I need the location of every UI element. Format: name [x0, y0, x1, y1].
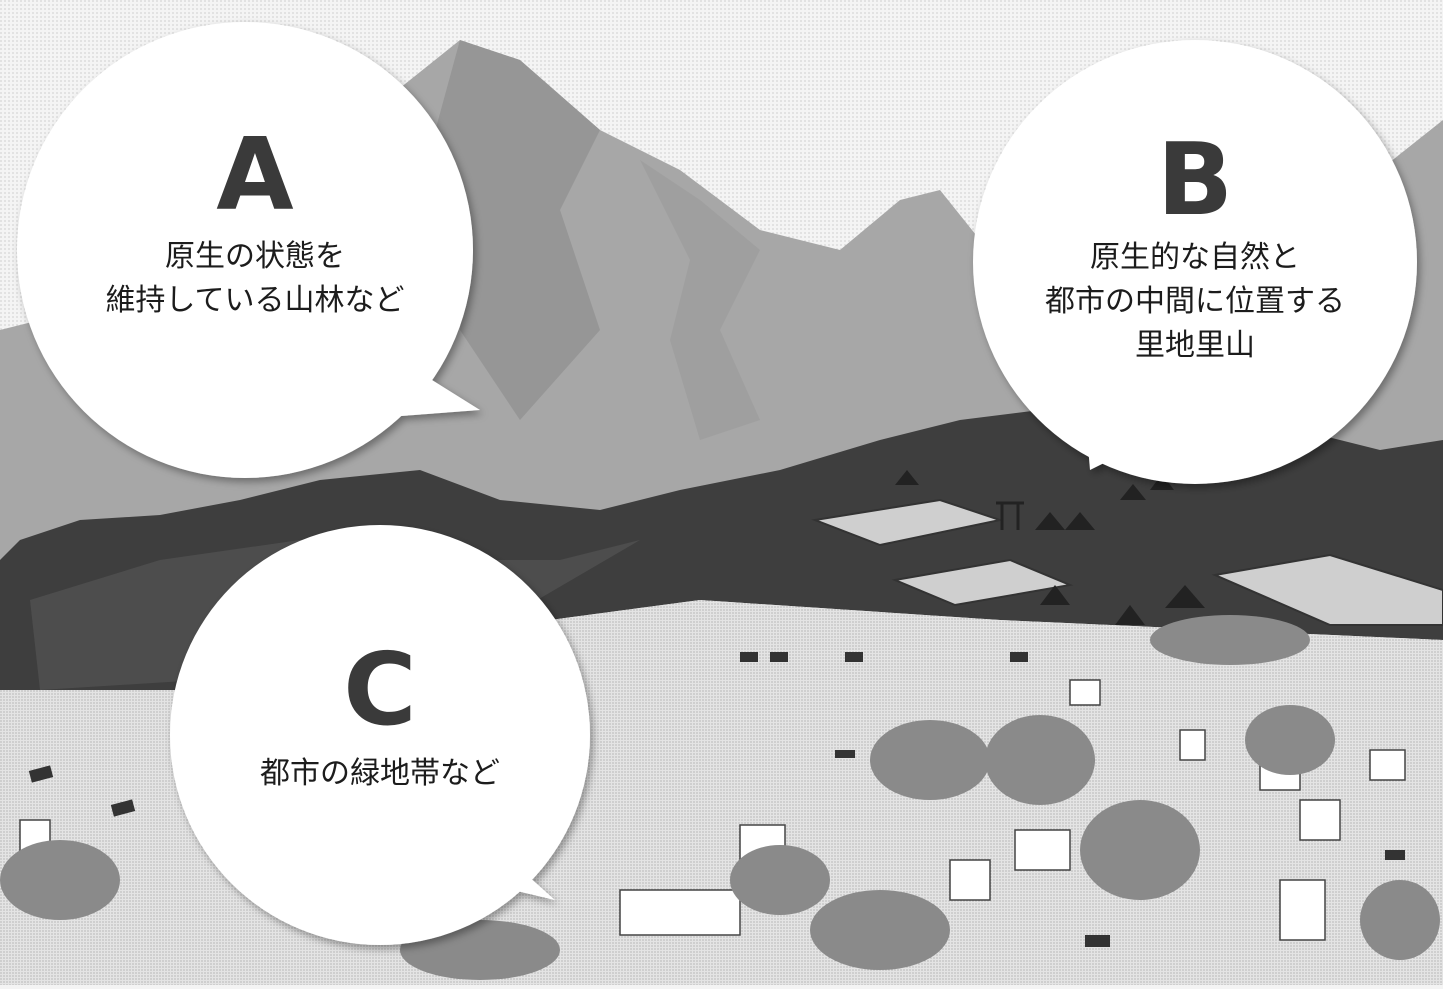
bubble-a-letter: A	[216, 116, 294, 233]
bubble-c-line-1: 都市の緑地帯など	[260, 756, 500, 791]
village-houses	[895, 470, 1205, 625]
bubble-c-text: C 都市の緑地帯など	[230, 640, 530, 796]
bubble-a-text: A 原生の状態を 維持している山林など	[95, 125, 415, 323]
bubble-a-line-1: 原生の状態を	[165, 239, 345, 274]
bubble-c-caption: 都市の緑地帯など	[230, 752, 530, 796]
bubble-c	[170, 525, 590, 945]
bubble-b-text: B 原生的な自然と 都市の中間に位置する 里地里山	[1020, 130, 1370, 368]
bubble-b-caption: 原生的な自然と 都市の中間に位置する 里地里山	[1020, 236, 1370, 368]
town-trees	[0, 615, 1440, 980]
bubble-b	[973, 40, 1417, 484]
bubble-b-line-3: 里地里山	[1135, 328, 1255, 363]
bubble-a-caption: 原生の状態を 維持している山林など	[95, 235, 415, 323]
bubble-c-letter: C	[343, 631, 417, 748]
mountain-ridge-shade-2	[640, 160, 760, 440]
bubble-b-line-1: 原生的な自然と	[1090, 240, 1300, 275]
bubble-a-line-2: 維持している山林など	[105, 283, 405, 318]
bubble-b-letter: B	[1156, 121, 1234, 238]
bubble-a	[17, 22, 480, 478]
torii-gate	[996, 501, 1024, 530]
rice-fields	[811, 498, 1443, 626]
bubble-b-line-2: 都市の中間に位置する	[1045, 284, 1345, 319]
town-roofs	[28, 652, 1405, 947]
town-houses	[19, 679, 1406, 941]
mountain-ridge-shade	[430, 40, 600, 420]
